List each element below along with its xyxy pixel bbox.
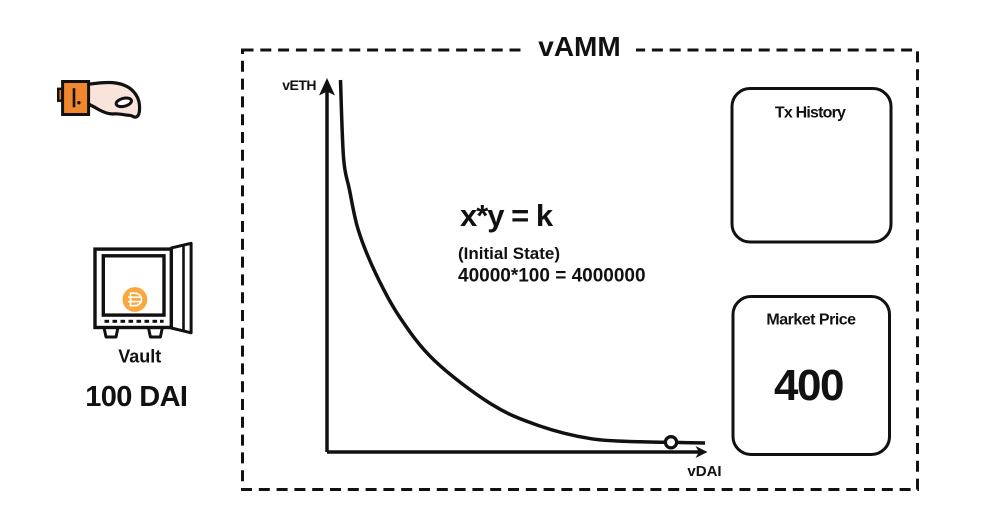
svg-text:100 DAI: 100 DAI <box>85 381 187 413</box>
svg-text:x*y = k: x*y = k <box>460 198 554 233</box>
svg-text:Market Price: Market Price <box>766 312 856 329</box>
svg-text:Vault: Vault <box>118 347 161 367</box>
svg-text:vETH: vETH <box>282 77 316 93</box>
svg-text:vDAI: vDAI <box>687 463 721 480</box>
svg-text:(Initial State): (Initial State) <box>458 244 560 263</box>
svg-text:Tx History: Tx History <box>775 105 846 122</box>
svg-text:40000*100 = 4000000: 40000*100 = 4000000 <box>458 266 646 287</box>
svg-text:vAMM: vAMM <box>538 31 620 62</box>
svg-text:400: 400 <box>774 361 843 410</box>
